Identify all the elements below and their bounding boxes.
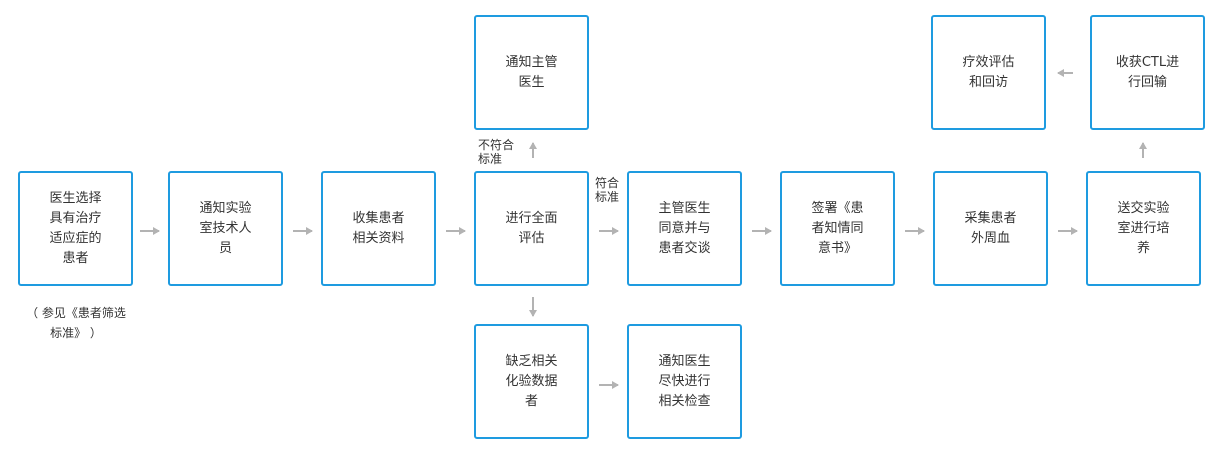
node-lack-data: 缺乏相关 化验数据 者 xyxy=(474,324,589,439)
note-see-criteria: （ 参见《患者筛选 标准》 ） xyxy=(26,306,126,340)
label-not-meet: 不符合 标准 xyxy=(478,138,515,166)
node-collect-data: 收集患者 相关资料 xyxy=(321,171,436,286)
node-sign-consent: 签署《患 者知情同 意书》 xyxy=(780,171,895,286)
node-efficacy-followup: 疗效评估 和回访 xyxy=(931,15,1046,130)
node-send-lab: 送交实验 室进行培 养 xyxy=(1086,171,1201,286)
node-notify-lab: 通知实验 室技术人 员 xyxy=(168,171,283,286)
node-harvest-ctl: 收获CTL进 行回输 xyxy=(1090,15,1205,130)
node-notify-attending-top: 通知主管 医生 xyxy=(474,15,589,130)
node-attending-talk: 主管医生 同意并与 患者交谈 xyxy=(627,171,742,286)
label-meet: 符合 标准 xyxy=(595,176,620,204)
node-notify-doctor-tests: 通知医生 尽快进行 相关检查 xyxy=(627,324,742,439)
node-full-eval: 进行全面 评估 xyxy=(474,171,589,286)
node-collect-blood: 采集患者 外周血 xyxy=(933,171,1048,286)
node-doctor-select: 医生选择 具有治疗 适应症的 患者 xyxy=(18,171,133,286)
